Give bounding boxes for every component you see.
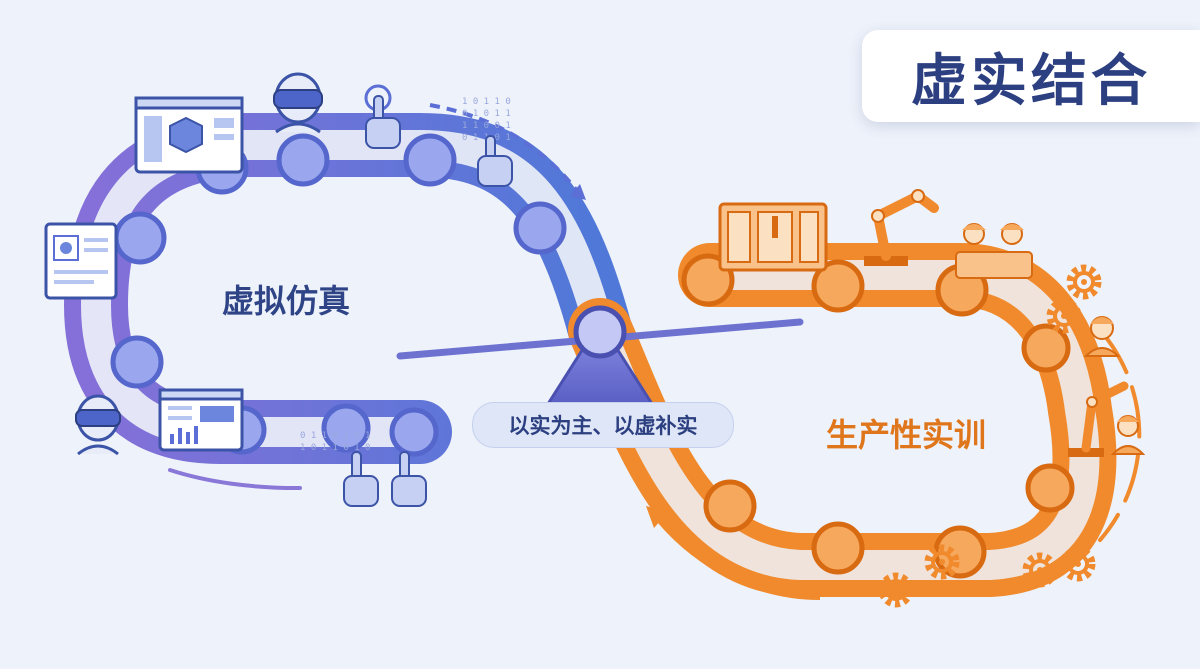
virtual-arrowhead [570,184,586,200]
gear-icon [882,576,910,604]
face-scan-panel-icon [44,222,118,300]
real-arrowhead [646,506,668,528]
svg-text:0 1 0 1 1: 0 1 0 1 1 [462,109,511,119]
virtual-flow-arrow [429,103,580,194]
vr-headset-person-icon [75,394,121,456]
svg-text:0 1 1 0 1 0 1: 0 1 1 0 1 0 1 [300,431,370,441]
worker-team-icon [955,223,1033,279]
gear-icon [1070,268,1098,296]
touch-hand-icon [364,84,401,149]
svg-text:1 1 0 0 1: 1 1 0 0 1 [462,121,511,131]
svg-text:1 0 1 1 0 1 0: 1 0 1 1 0 1 0 [300,443,370,453]
svg-text:1 0 1 1 0: 1 0 1 1 0 [462,97,511,107]
page-title: 虚实结合 [911,48,1151,114]
worker-icon [1110,415,1146,455]
real-loop-label: 生产性实训 [826,416,987,454]
monitor-3d-model-icon [134,96,244,174]
cnc-machine-icon [718,202,828,272]
title-card: 虚实结合 [862,30,1200,122]
pivot-hub [573,305,627,359]
balance-scale [396,305,804,406]
gear-icon [1064,550,1092,578]
virtual-loop: 1 0 1 1 0 0 1 0 1 1 1 1 0 0 1 0 1 1 0 1 [44,72,632,507]
worker-icon [1083,316,1121,357]
robot-arm-icon [1068,381,1129,457]
robot-arm-icon [864,189,939,266]
vr-headset-person-icon [273,72,323,134]
dashboard-panel-icon [158,388,244,452]
touch-hands-icon: 0 1 1 0 1 0 1 1 0 1 1 0 1 0 [300,431,427,507]
real-flow-arrow [656,518,821,600]
binary-data-hand-icon: 1 0 1 1 0 0 1 0 1 1 1 1 0 0 1 0 1 1 0 1 [462,97,513,187]
virtual-loop-label: 虚拟仿真 [222,282,351,320]
balance-principle-label: 以实为主、以虚补实 [472,402,734,448]
virtual-orbit-arc [168,468,302,491]
real-loop [568,189,1146,604]
virtual-rollers [110,133,567,457]
